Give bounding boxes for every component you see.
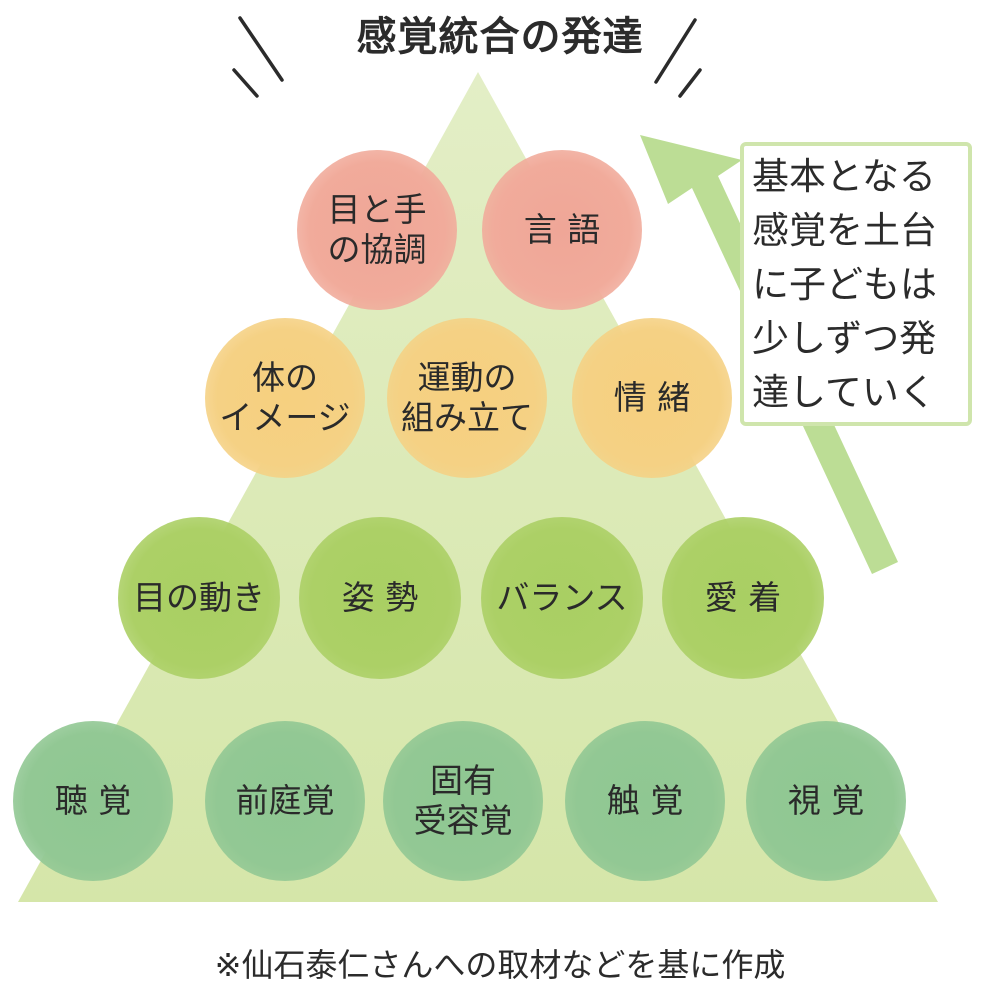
node-balance: バランス [481,517,643,679]
node-vestibular: 前庭覚 [205,721,365,881]
node-vision: 視 覚 [746,721,906,881]
emphasis-line-right-1 [654,18,697,84]
source-footnote: ※仙石泰仁さんへの取材などを基に作成 [214,946,786,984]
emphasis-line-right-2 [678,68,702,98]
upward-arrow [640,135,898,574]
emphasis-line-left-1 [238,16,284,82]
node-hearing: 聴 覚 [13,721,173,881]
pyramid-triangle [18,72,938,902]
node-eye-movement: 目の動き [118,517,280,679]
note-box [740,142,972,426]
node-posture: 姿 勢 [299,517,461,679]
node-eye-hand-coordination: 目と手 の協調 [297,150,457,310]
node-attachment: 愛 着 [662,517,824,679]
node-proprioception: 固有 受容覚 [383,721,543,881]
node-emotion: 情 緒 [572,318,732,478]
diagram-title: 感覚統合の発達 [356,14,644,60]
node-touch: 触 覚 [565,721,725,881]
emphasis-line-left-2 [232,68,259,98]
node-motor-planning: 運動の 組み立て [387,318,547,478]
node-language: 言 語 [482,150,642,310]
node-body-image: 体の イメージ [205,318,365,478]
note-text: 基本となる 感覚を土台 に子どもは 少しずつ発 達していく [752,155,937,414]
